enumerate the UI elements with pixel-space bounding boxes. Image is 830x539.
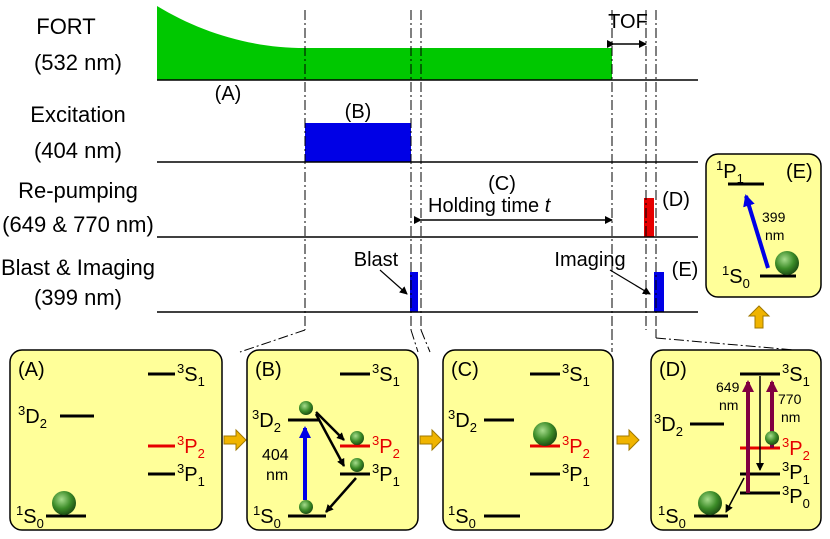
repumping-label: Re-pumping xyxy=(18,178,138,203)
atom-b-4 xyxy=(299,500,313,514)
repumping-wavelength: (649 & 770 nm) xyxy=(2,212,154,237)
label-1p1-e: 1P1 xyxy=(716,158,744,186)
label-3p1-b: 3P1 xyxy=(372,461,400,489)
label-3s1-b: 3S1 xyxy=(372,361,400,389)
wavelength-649-unit: nm xyxy=(719,397,738,413)
panel-d-tag: (D) xyxy=(659,359,687,381)
atom-b-3 xyxy=(350,458,364,472)
atom-a xyxy=(52,491,76,515)
label-1s0-c: 1S0 xyxy=(448,503,476,531)
fort-pulse xyxy=(157,6,612,80)
tof-label: TOF xyxy=(608,11,648,33)
label-3s1: 3S1 xyxy=(177,361,205,389)
imaging-pointer xyxy=(609,269,651,295)
blast-imaging-wavelength: (399 nm) xyxy=(34,285,122,310)
panel-e: (E) 1P1 1S0 399 nm xyxy=(705,153,822,298)
wavelength-770-unit: nm xyxy=(781,409,800,425)
atom-d-p2 xyxy=(765,431,779,445)
wavelength-399-unit: nm xyxy=(765,227,784,243)
label-3d2: 3D2 xyxy=(18,403,47,431)
blast-pointer xyxy=(379,269,408,295)
atom-e xyxy=(775,251,799,275)
wavelength-404-unit: nm xyxy=(266,467,288,484)
label-1s0-d: 1S0 xyxy=(658,503,686,531)
wavelength-649: 649 xyxy=(716,379,740,395)
panel-b: (B) 3S1 3D2 3P2 3P1 1S0 404 nm xyxy=(246,349,419,531)
stage-label-b: (B) xyxy=(345,101,372,123)
label-3p2-d: 3P2 xyxy=(782,435,810,463)
atom-d-s0 xyxy=(698,491,722,515)
repump-pulse xyxy=(644,198,654,237)
stage-label-a: (A) xyxy=(215,83,242,105)
label-3p2: 3P2 xyxy=(177,433,205,461)
atom-c xyxy=(533,422,557,446)
fort-wavelength: (532 nm) xyxy=(34,50,122,75)
panel-a: (A) 3S1 3D2 3P2 3P1 1S0 xyxy=(9,349,223,531)
label-3s1-d: 3S1 xyxy=(782,361,810,389)
atom-b-1 xyxy=(299,401,313,415)
timing-chart: FORT (532 nm) Excitation (404 nm) Re-pum… xyxy=(1,6,819,353)
stage-label-e: (E) xyxy=(672,259,699,281)
panel-c-tag: (C) xyxy=(451,359,479,381)
panel-b-box xyxy=(246,349,419,531)
label-1s0-b: 1S0 xyxy=(253,503,281,531)
decay-p1-s0 xyxy=(325,477,357,513)
label-3p1: 3P1 xyxy=(177,461,205,489)
panel-a-box xyxy=(9,349,223,531)
panel-d-box xyxy=(650,349,822,531)
decay-d2-p1 xyxy=(314,413,346,467)
label-3d2-c: 3D2 xyxy=(448,407,477,435)
imaging-label: Imaging xyxy=(554,249,625,271)
excitation-pulse xyxy=(305,123,411,162)
panel-c-box xyxy=(442,349,614,531)
panel-e-tag: (E) xyxy=(786,161,813,183)
blast-pulse xyxy=(410,272,418,312)
stage-label-d: (D) xyxy=(662,189,690,211)
transition-arrow-ab xyxy=(223,428,247,452)
stage-label-c: (C) xyxy=(488,173,516,195)
label-3s1-c: 3S1 xyxy=(562,361,590,389)
fort-label: FORT xyxy=(36,14,95,39)
label-3d2-d: 3D2 xyxy=(654,411,683,439)
panel-d: (D) 3S1 3D2 3P2 3P1 3P0 1S0 649 nm 770 n… xyxy=(650,349,822,531)
panel-b-tag: (B) xyxy=(255,359,282,381)
label-3d2-b: 3D2 xyxy=(252,407,281,435)
panel-a-tag: (A) xyxy=(18,359,45,381)
excitation-wavelength: (404 nm) xyxy=(34,138,122,163)
label-3p1-c: 3P1 xyxy=(562,461,590,489)
wavelength-770: 770 xyxy=(778,391,802,407)
imaging-pulse xyxy=(654,272,664,312)
panel-c: (C) 3S1 3D2 3P2 3P1 1S0 xyxy=(442,349,614,531)
holding-time-label: Holding time t xyxy=(428,195,552,217)
label-3p2-b: 3P2 xyxy=(372,433,400,461)
label-3p1-d: 3P1 xyxy=(782,459,810,487)
blast-imaging-label: Blast & Imaging xyxy=(1,255,155,280)
excitation-label: Excitation xyxy=(30,102,125,127)
wavelength-404: 404 xyxy=(262,447,289,464)
transition-arrow-cd xyxy=(616,428,640,452)
blast-label: Blast xyxy=(354,249,399,271)
label-1s0-e: 1S0 xyxy=(722,263,750,291)
label-3p0-d: 3P0 xyxy=(782,483,810,511)
decay-p1-s0-d xyxy=(725,477,745,513)
label-1s0: 1S0 xyxy=(16,503,44,531)
label-3p2-c: 3P2 xyxy=(562,433,590,461)
wavelength-399: 399 xyxy=(762,209,786,225)
transition-arrow-bc xyxy=(419,428,443,452)
decay-d2-p2 xyxy=(315,411,345,441)
atom-b-2 xyxy=(350,431,364,445)
transition-arrow-de xyxy=(747,305,771,329)
imaging-arrow-399 xyxy=(743,194,770,269)
